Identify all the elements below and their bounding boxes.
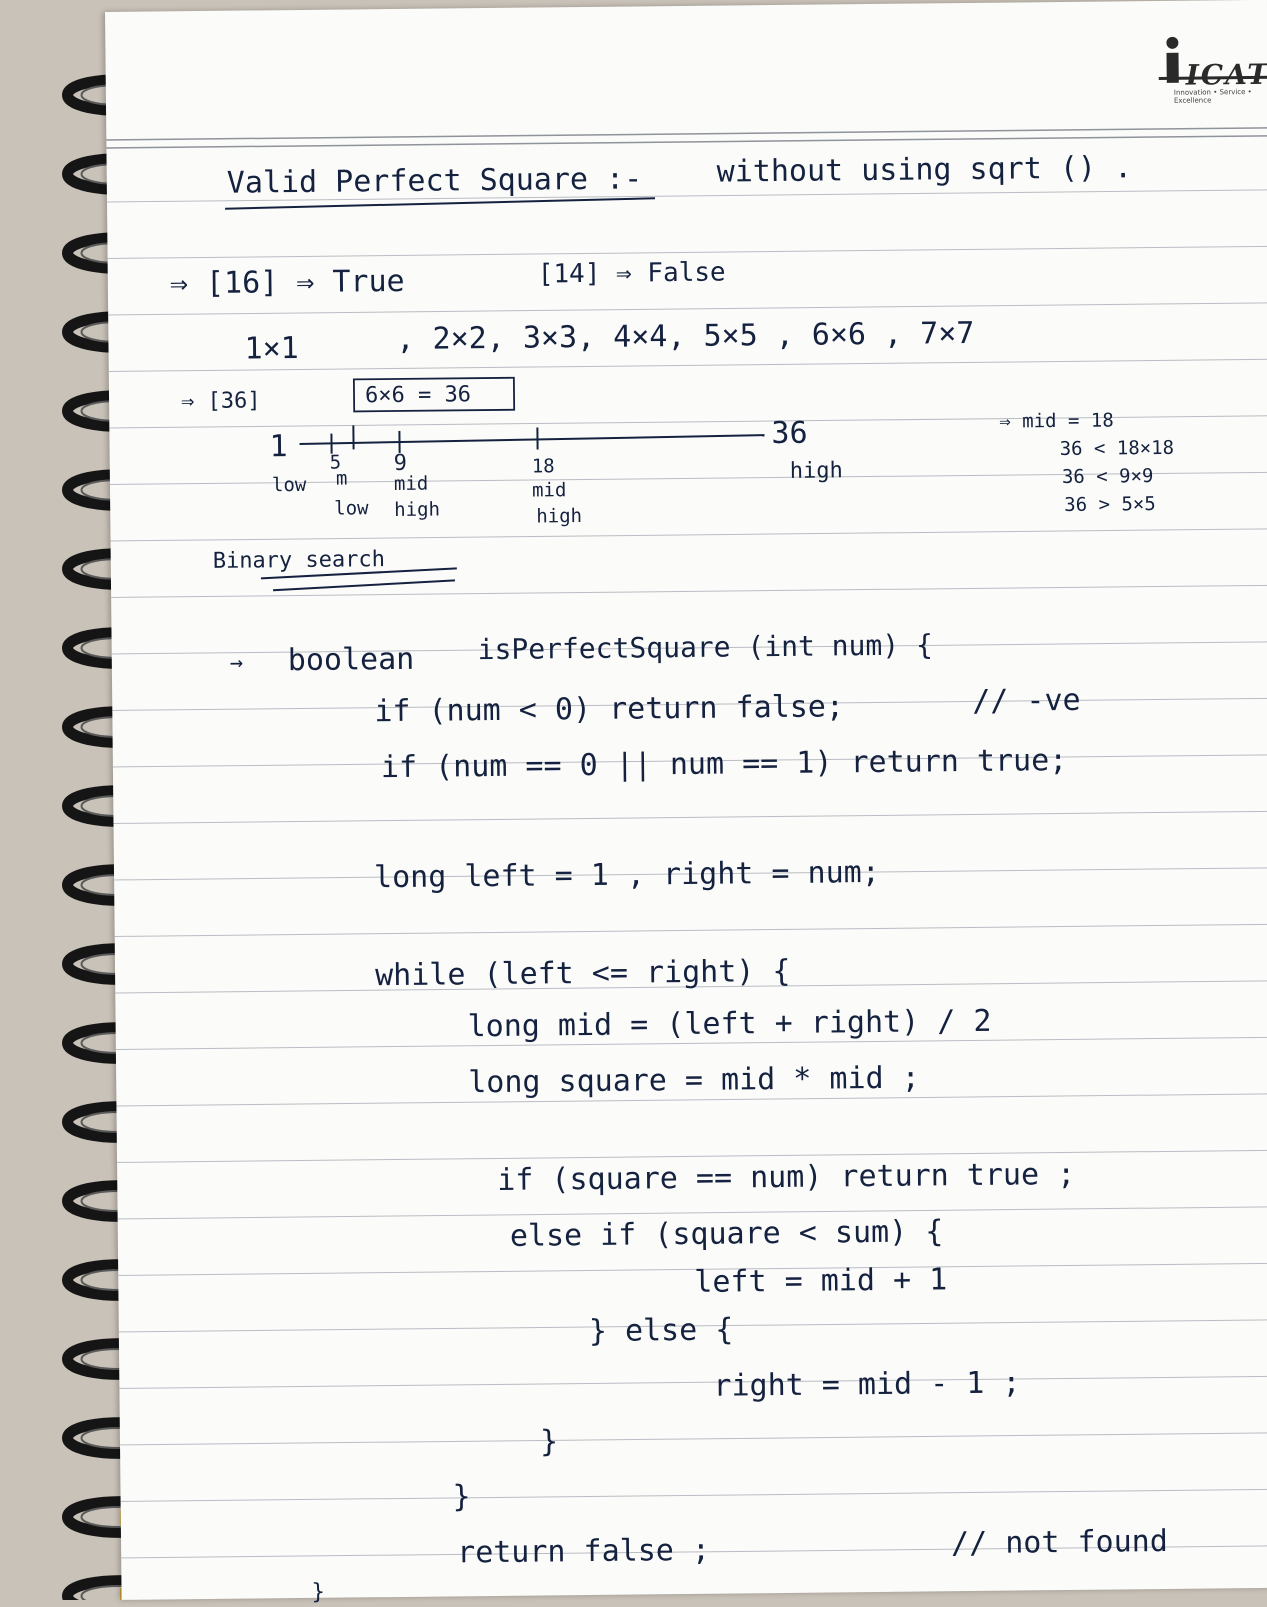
code-line-if-eq: if (square == num) return true ; (497, 1160, 1075, 1196)
code-line-neg: if (num < 0) return false; (374, 692, 844, 727)
code-line-init: long left = 1 , right = num; (374, 858, 880, 893)
code-line-else-if: else if (square < sum) { (510, 1217, 944, 1252)
code-brace-last: } (311, 1582, 324, 1604)
code-line-right: right = mid - 1 ; (713, 1368, 1020, 1401)
code-line-square: long square = mid * mid ; (468, 1064, 920, 1099)
code-brace-inner: } (540, 1427, 558, 1457)
code-comment-return: // not found (951, 1527, 1168, 1559)
code-signature: isPerfectSquare (int num) { (478, 631, 933, 664)
notebook-page: ICAT Innovation • Service • Excellence V… (105, 0, 1267, 1600)
method-underline (105, 0, 1267, 1600)
code-line-left: left = mid + 1 (694, 1265, 947, 1298)
code-line-else: } else { (589, 1315, 734, 1347)
code-brace-loop: } (452, 1482, 470, 1512)
code-signature-type: boolean (288, 645, 415, 676)
code-comment-neg: // -ve (972, 686, 1081, 717)
code-line-base: if (num == 0 || num == 1) return true; (381, 746, 1068, 783)
code-line-while: while (left <= right) { (375, 957, 791, 991)
code-line-return: return false ; (457, 1536, 710, 1569)
code-line-mid: long mid = (left + right) / 2 (467, 1007, 991, 1042)
code-arrow: → (230, 653, 243, 675)
